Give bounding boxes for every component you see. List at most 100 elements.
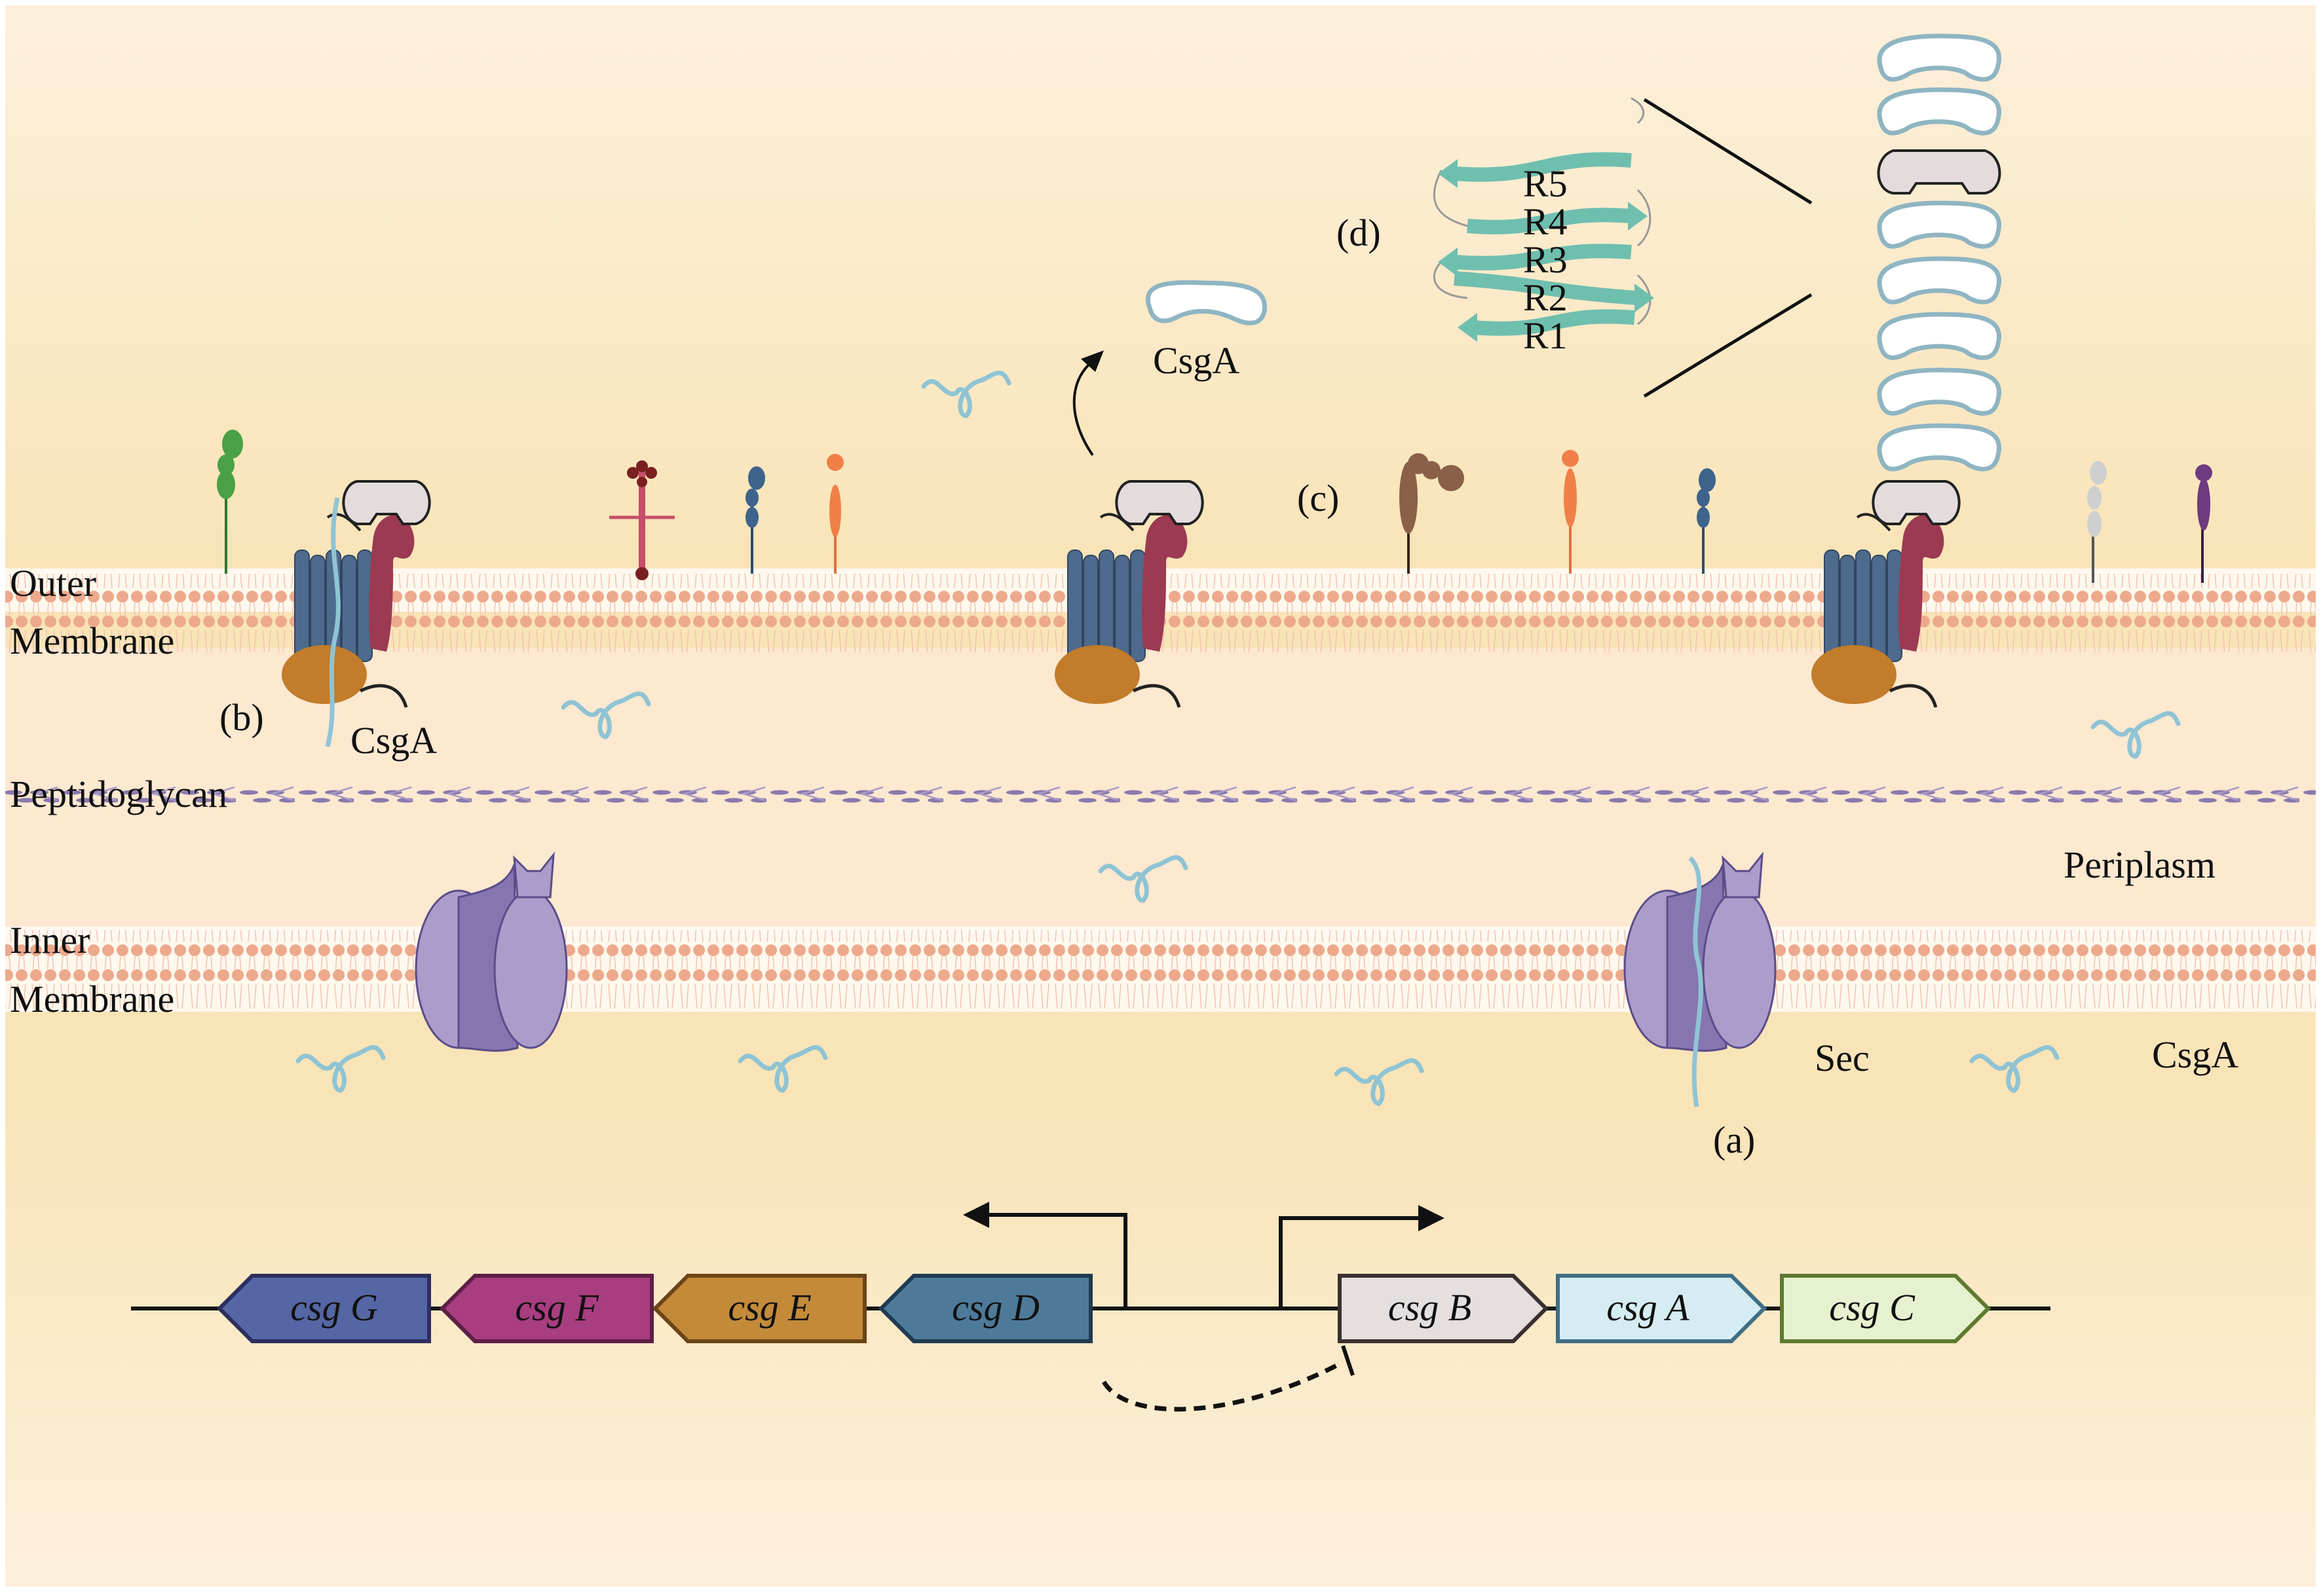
csge-protein	[1055, 645, 1140, 704]
csga-unfolded-strand	[2090, 711, 2181, 759]
promoter-csgD-arrow	[976, 1213, 1127, 1308]
gene-label: csg B	[1388, 1286, 1471, 1329]
csg-secretion-complex	[1811, 480, 1961, 708]
beta-strand-arrowhead	[1628, 202, 1648, 231]
gene-label: csg F	[515, 1286, 599, 1329]
gene-label: csg G	[290, 1286, 378, 1329]
csgg-helix	[1824, 549, 1840, 662]
gene-arrow	[216, 1274, 431, 1343]
csga-monomer-released	[1146, 280, 1267, 325]
promoter-csgD-arrowhead	[963, 1202, 989, 1228]
surface-protein-blue-1	[745, 466, 765, 574]
sec-translocon	[1623, 851, 1777, 1107]
gene-label: csg D	[952, 1286, 1040, 1329]
csgf-protein	[1141, 515, 1188, 652]
surface-protein-blue-2	[1697, 468, 1716, 574]
gene-csgc: csg C	[1780, 1274, 1991, 1343]
tail	[359, 684, 408, 708]
tail	[1889, 684, 1938, 708]
csga-unfolded-strand	[1969, 1045, 2060, 1093]
csga-strand-translocating	[1688, 856, 1703, 1107]
promoter-csgB-arrow	[1279, 1216, 1428, 1308]
label-outer-membrane: Membrane	[10, 620, 174, 662]
beta-strand	[1454, 152, 1632, 182]
csgb-cap	[342, 480, 431, 525]
gene-arrow	[1556, 1274, 1767, 1343]
gene-csgg: csg G	[216, 1274, 431, 1343]
beta-strand	[1473, 309, 1635, 336]
label-panel-b: (b)	[219, 696, 264, 739]
csga-fibre-subunit	[1877, 33, 2001, 82]
csg-secretion-complex	[1055, 480, 1204, 708]
csga-unfolded-strand	[561, 691, 651, 739]
csgb-cap	[1872, 480, 1961, 525]
peptidoglycan-layer	[5, 786, 2316, 806]
gene-label: csg C	[1829, 1286, 1915, 1329]
repeat-label: R4	[1523, 200, 1568, 243]
csga-fibre-subunit	[1877, 312, 2001, 360]
csga-unfolded-strand	[1098, 855, 1188, 903]
csgb-nucleator	[1877, 149, 2001, 195]
csga-fibre-subunit	[1877, 87, 2001, 136]
label-csga-released: CsgA	[1153, 339, 1239, 382]
surface-protein-purple	[2195, 464, 2212, 583]
csga-unfolded-strand	[738, 1045, 828, 1093]
gene-arrow	[652, 1274, 867, 1343]
gene-csga: csg A	[1556, 1274, 1767, 1343]
gene-arrow	[1780, 1274, 1991, 1343]
label-sec: Sec	[1815, 1037, 1870, 1079]
beta-strand	[1454, 244, 1632, 270]
csge-protein	[1811, 645, 1896, 704]
gene-label: csg E	[728, 1286, 811, 1329]
zoom-line-upper	[1643, 98, 1813, 205]
repression-bar	[1341, 1345, 1355, 1376]
label-csga-cytoplasm: CsgA	[2152, 1033, 2238, 1076]
label-peptidoglycan: Peptidoglycan	[10, 773, 227, 815]
sec-lobe	[493, 889, 568, 1049]
csga-beta-helix	[1433, 97, 1654, 342]
gene-csgf: csg F	[439, 1274, 654, 1343]
gene-csgb: csg B	[1338, 1274, 1549, 1343]
csgf-protein	[1898, 515, 1944, 652]
gene-csge: csg E	[652, 1274, 867, 1343]
csge-protein	[282, 645, 367, 704]
csga-fibre-subunit	[1877, 423, 2001, 472]
csgg-helix	[1099, 549, 1114, 662]
surface-protein-green	[217, 430, 243, 574]
sec-translocon	[415, 851, 568, 1052]
beta-strand-arrowhead	[1438, 248, 1458, 276]
repression-line	[1101, 1360, 1344, 1412]
label-csga-b: CsgA	[350, 719, 437, 762]
beta-strand-arrowhead	[1438, 159, 1458, 188]
label-panel-d: (d)	[1336, 212, 1381, 254]
csga-unfolded-strand	[921, 370, 1011, 418]
tail	[326, 513, 362, 532]
zoom-line-lower	[1643, 293, 1813, 398]
repeat-label: R2	[1523, 276, 1568, 319]
surface-protein-grey	[2087, 461, 2107, 583]
gene-label: csg A	[1606, 1286, 1689, 1329]
csgg-helix	[1855, 549, 1871, 662]
beta-strand-arrowhead	[1458, 313, 1477, 342]
sec-ear	[1722, 851, 1764, 899]
surface-protein-orange-1	[827, 454, 844, 574]
repeat-label: R1	[1523, 314, 1568, 357]
repeat-label: R5	[1523, 162, 1568, 205]
beta-strand	[1454, 271, 1638, 305]
label-inner-membrane: Membrane	[10, 978, 174, 1020]
repeat-label: R3	[1523, 238, 1568, 281]
sec-lobe	[1702, 889, 1777, 1049]
csga-unfolded-strand	[295, 1045, 386, 1093]
label-panel-c: (c)	[1297, 477, 1339, 519]
label-periplasm: Periplasm	[2064, 844, 2216, 886]
surface-protein-brown	[1399, 453, 1464, 574]
csgg-helix	[294, 549, 310, 662]
gene-csgd: csg D	[878, 1274, 1093, 1343]
csga-fibre-subunit	[1877, 200, 2001, 249]
export-arrow-head	[1081, 350, 1104, 372]
gene-arrow	[1338, 1274, 1549, 1343]
beta-strand-arrowhead	[1634, 284, 1654, 312]
csga-fibre-subunit	[1877, 256, 2001, 305]
label-outer: Outer	[10, 562, 96, 604]
